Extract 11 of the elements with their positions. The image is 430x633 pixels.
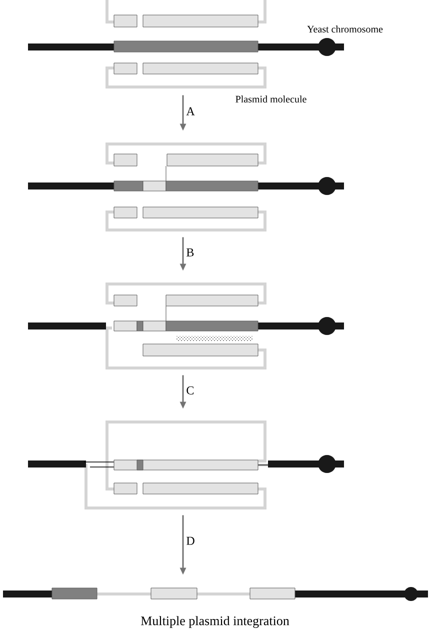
- chromosome-drawing: [28, 420, 344, 510]
- edge-label: A: [186, 107, 195, 116]
- edge-label: C: [186, 386, 194, 394]
- text-label: Multiple plasmid integration: [141, 616, 290, 628]
- edge-label: D: [186, 536, 194, 545]
- chromosome-drawing: [3, 587, 428, 601]
- chromosome-drawing: [142, 317, 336, 356]
- chromosome-drawing: [28, 142, 344, 232]
- text-label: Yeast chromosome: [307, 25, 383, 33]
- chromosome-drawing: [28, 282, 344, 370]
- edge-label: B: [186, 248, 194, 256]
